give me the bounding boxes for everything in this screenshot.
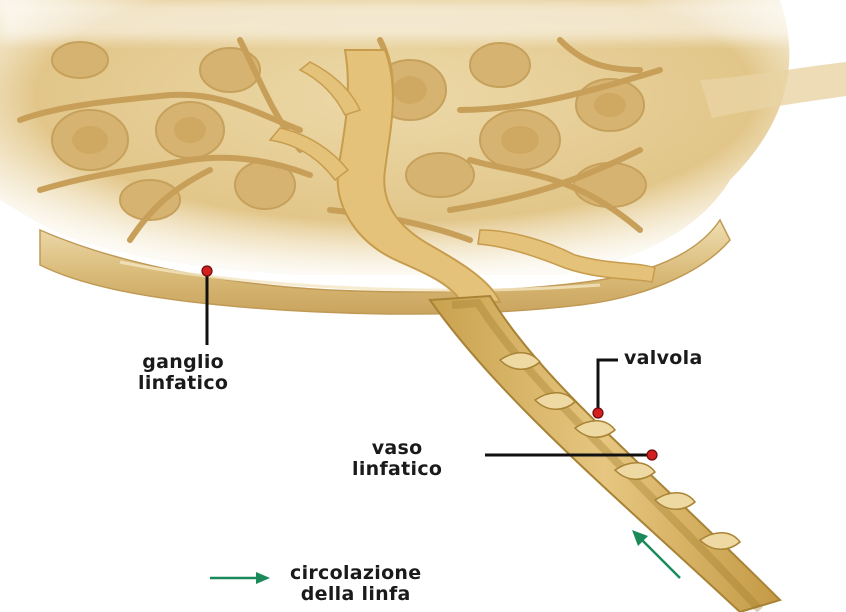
legend-label-line1: circolazione (290, 563, 421, 584)
lymph-node-marker (202, 266, 212, 276)
valve-label: valvola (624, 348, 703, 369)
lymph-vessel-label-line2: linfatico (352, 459, 442, 480)
lymph-node-label: ganglio linfatico (138, 352, 228, 394)
legend-label-line2: della linfa (290, 584, 421, 605)
lymph-node-label-line2: linfatico (138, 373, 228, 394)
vessel-marker (647, 450, 657, 460)
legend-arrow-icon (210, 572, 270, 584)
legend-label: circolazione della linfa (290, 563, 421, 605)
valve-marker (593, 408, 603, 418)
lymph-node (0, 0, 846, 314)
lymph-vessel-label: vaso linfatico (352, 438, 442, 480)
lymph-vessel-label-line1: vaso (352, 438, 442, 459)
valve-pointer (593, 360, 618, 418)
lymph-node-label-line1: ganglio (138, 352, 228, 373)
